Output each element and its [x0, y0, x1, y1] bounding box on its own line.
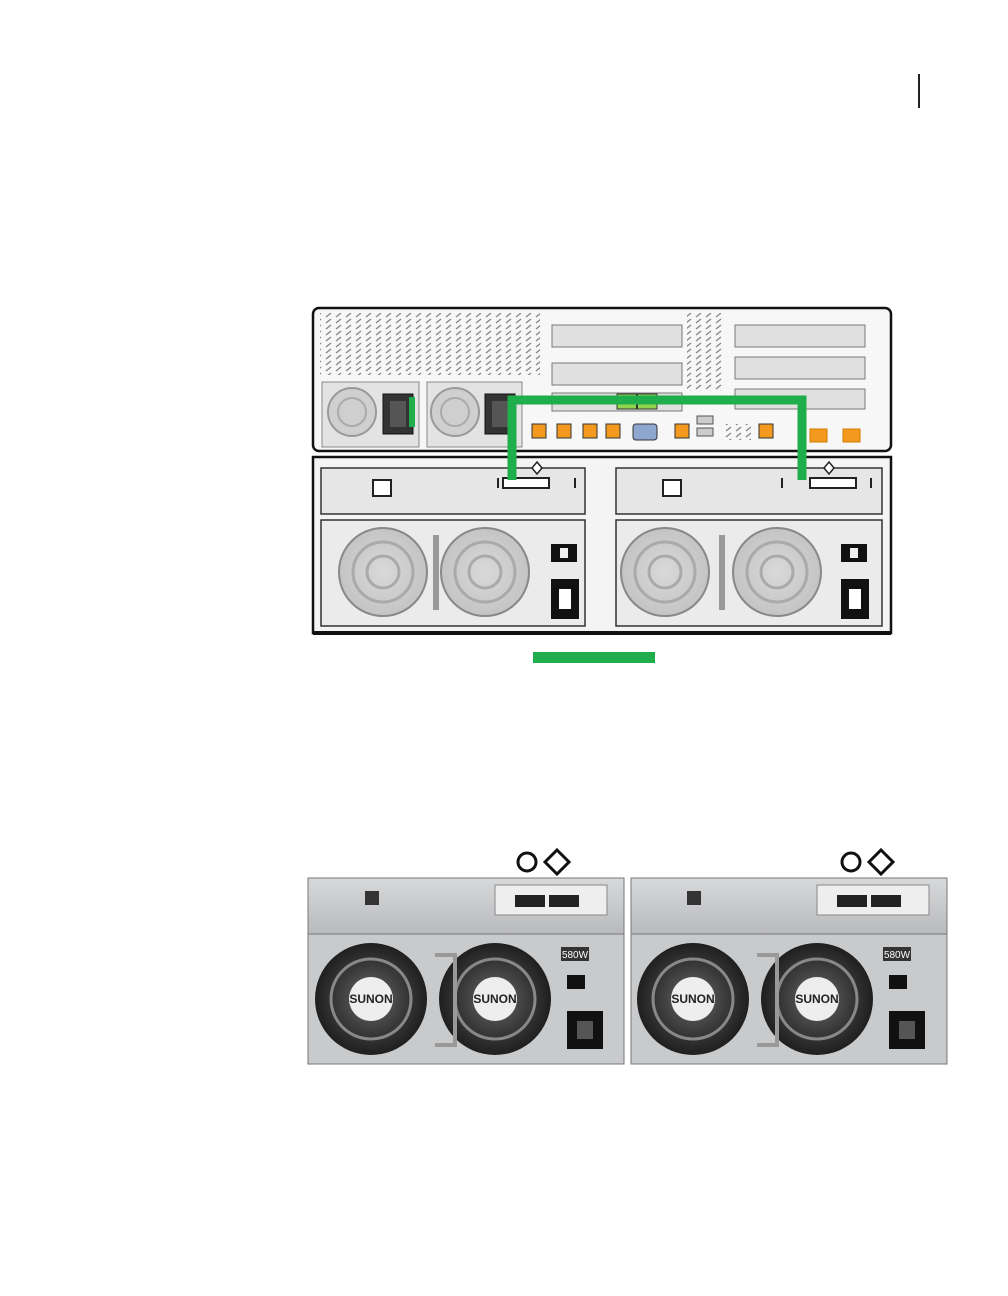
pcie-slot	[552, 363, 682, 385]
rj45-port-icon	[606, 424, 620, 438]
fan-brand-label: SUNON	[671, 992, 714, 1006]
sas-port-icon	[549, 895, 579, 907]
pcie-slot	[552, 325, 682, 347]
rj45-port-icon	[583, 424, 597, 438]
server-vent-column	[687, 313, 725, 391]
serial-port	[721, 424, 751, 440]
pcie-slot	[735, 325, 865, 347]
sas-port-icon	[810, 478, 856, 488]
sas-port-icon	[837, 895, 867, 907]
diamond-marker-icon	[545, 850, 569, 874]
rj45-port-icon	[675, 424, 689, 438]
jbod-psu-module-1	[321, 520, 585, 626]
fan-brand-label: SUNON	[349, 992, 392, 1006]
rj45-port-icon	[557, 424, 571, 438]
jbod-io-module-2	[616, 462, 882, 514]
rj45-port-icon	[663, 480, 681, 496]
server-vent-grille	[320, 313, 540, 375]
jbod-photo-module-1: SUNON SUNON 580W	[308, 878, 624, 1064]
rj45-port-icon	[365, 891, 379, 905]
sas-port-icon	[871, 895, 901, 907]
psu-fan-icon	[431, 388, 479, 436]
rj45-port-icon	[687, 891, 701, 905]
psu-fan-icon	[328, 388, 376, 436]
fan-brand-label: SUNON	[795, 992, 838, 1006]
psu-wattage-label: 580W	[884, 950, 911, 961]
pcie-slot	[735, 357, 865, 379]
power-switch-icon	[889, 975, 907, 989]
fan-brand-label: SUNON	[473, 992, 516, 1006]
circle-marker-icon	[842, 853, 860, 871]
usb-port-icon	[697, 428, 713, 436]
usb-port-icon	[697, 416, 713, 424]
power-switch-icon	[567, 975, 585, 989]
server-and-jbod-cabling-diagram	[305, 300, 900, 645]
sas-port-icon	[515, 895, 545, 907]
server-psu-1	[322, 382, 419, 447]
vga-port-icon	[633, 424, 657, 440]
rj45-port-icon	[373, 480, 391, 496]
jbod-photo-module-2: SUNON SUNON 580W	[631, 878, 947, 1064]
psu-wattage-label: 580W	[562, 950, 589, 961]
jbod-io-module-1	[321, 462, 585, 514]
jbod-rear-photo: SUNON SUNON 580W SUNON SUNON 580W	[305, 845, 950, 1073]
sas-port-icon	[843, 429, 860, 442]
circle-marker-icon	[518, 853, 536, 871]
page-edge-rule	[918, 74, 920, 108]
rj45-port-icon	[532, 424, 546, 438]
diamond-marker-icon	[869, 850, 893, 874]
cable-color-key	[533, 652, 655, 663]
sas-port-icon	[810, 429, 827, 442]
jbod-psu-module-2	[616, 520, 882, 626]
rj45-port-icon	[759, 424, 773, 438]
